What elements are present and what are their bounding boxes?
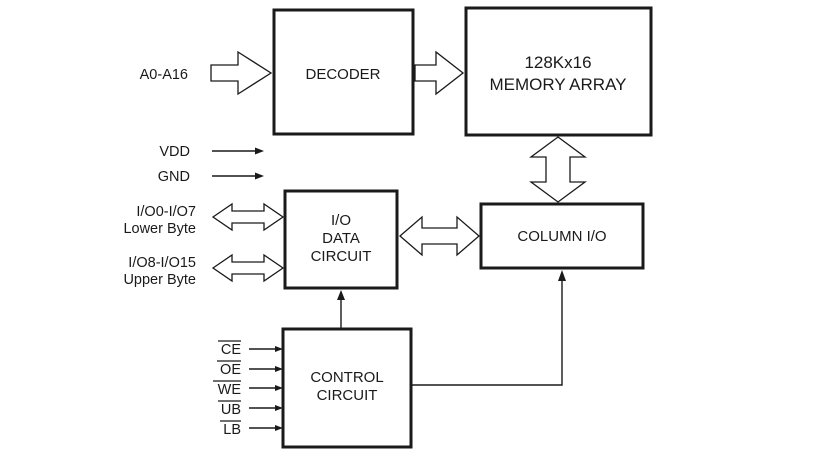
control-signal-ce: CE [218, 340, 283, 358]
io-data-label-line2: DATA [322, 230, 360, 247]
memory-array-block [464, 6, 653, 137]
lb-label: LB [223, 422, 241, 438]
decoder-block [272, 8, 415, 136]
io-upper-label-line2: Upper Byte [123, 272, 196, 288]
control-signal-we: WE [213, 380, 283, 398]
control-to-column-arrowhead [558, 270, 566, 281]
io-data-circuit-block [283, 189, 399, 290]
ub-label: UB [221, 402, 241, 418]
control-circuit-label-line1: CONTROL [310, 369, 383, 386]
column-io-block [479, 202, 645, 270]
control-signal-ub: UB [218, 400, 283, 418]
control-circuit-block [281, 327, 413, 449]
control-to-io-arrowhead [337, 290, 345, 300]
io-column-bidirectional-arrow [399, 215, 480, 257]
oe-label: OE [220, 362, 241, 378]
vdd-label: VDD [159, 144, 190, 160]
column-io-label: COLUMN I/O [517, 228, 606, 245]
address-bus-arrow [210, 50, 273, 96]
vdd-arrowhead [255, 147, 264, 155]
control-signal-lb: LB [220, 420, 283, 438]
ce-arrowhead [275, 346, 283, 352]
ce-label: CE [221, 342, 241, 358]
decoder-to-memory-arrow [414, 50, 465, 96]
io-upper-byte-arrow [211, 253, 285, 283]
io-upper-label-line1: I/O8-I/O15 [128, 255, 196, 271]
control-to-column-line [411, 280, 563, 386]
oe-arrowhead [275, 366, 283, 372]
io-lower-label-line2: Lower Byte [123, 221, 196, 237]
ub-arrowhead [275, 405, 283, 411]
address-label: A0-A16 [140, 67, 188, 83]
control-circuit-label-line2: CIRCUIT [317, 387, 378, 404]
memory-column-bidirectional-arrow [529, 136, 587, 203]
io-data-label-line1: I/O [331, 212, 351, 229]
io-lower-label-line1: I/O0-I/O7 [136, 204, 196, 220]
we-label: WE [218, 382, 242, 398]
lb-arrowhead [275, 425, 283, 431]
we-arrowhead [275, 385, 283, 391]
gnd-arrowhead [255, 172, 264, 180]
io-lower-byte-arrow [211, 202, 285, 232]
memory-array-label: MEMORY ARRAY [490, 75, 627, 94]
control-signal-oe: OE [217, 360, 283, 378]
io-data-label-line3: CIRCUIT [311, 248, 372, 265]
memory-array-size-label: 128Kx16 [524, 53, 591, 72]
gnd-label: GND [158, 169, 190, 185]
decoder-label: DECODER [305, 66, 380, 83]
